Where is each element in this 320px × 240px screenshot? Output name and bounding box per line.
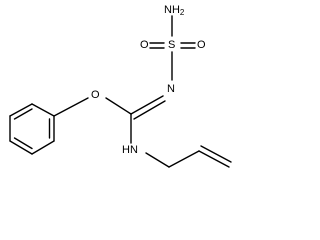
bond-oxygen-carbon	[105, 97, 132, 115]
ring-double-3	[13, 137, 33, 150]
bond-ch-ch2-1	[198, 150, 230, 168]
atom-label-oxygen-right: O	[197, 39, 206, 51]
atom-label-ether-oxygen: O	[91, 89, 100, 101]
bond-ch2-ch	[168, 150, 200, 168]
bond-carbon-imine-1	[130, 95, 164, 115]
bond-amine-ch2	[145, 152, 170, 168]
atom-symbol-nh: NH	[164, 4, 180, 16]
ring-bond-4	[31, 140, 55, 155]
atom-subscript-2: 2	[180, 8, 185, 17]
ring-bond-5	[9, 140, 33, 155]
atom-label-oxygen-left: O	[140, 39, 149, 51]
chemical-structure: NH2 S O O N O HN	[9, 4, 232, 168]
bond-ch-ch2-2	[200, 145, 232, 163]
atom-label-sulfonamide-nitrogen: NH2	[164, 4, 185, 17]
bond-carbon-imine-2	[133, 100, 166, 120]
ring-double-1	[13, 108, 33, 120]
atom-label-amine-nitrogen: HN	[122, 144, 138, 156]
ring-bond-2	[31, 103, 55, 117]
bond-ring-oxygen	[53, 97, 89, 117]
ring-bond-1	[9, 103, 33, 117]
atom-label-imine-nitrogen: N	[167, 83, 175, 95]
phenyl-ring	[9, 103, 55, 155]
atom-label-sulfur: S	[168, 39, 175, 51]
